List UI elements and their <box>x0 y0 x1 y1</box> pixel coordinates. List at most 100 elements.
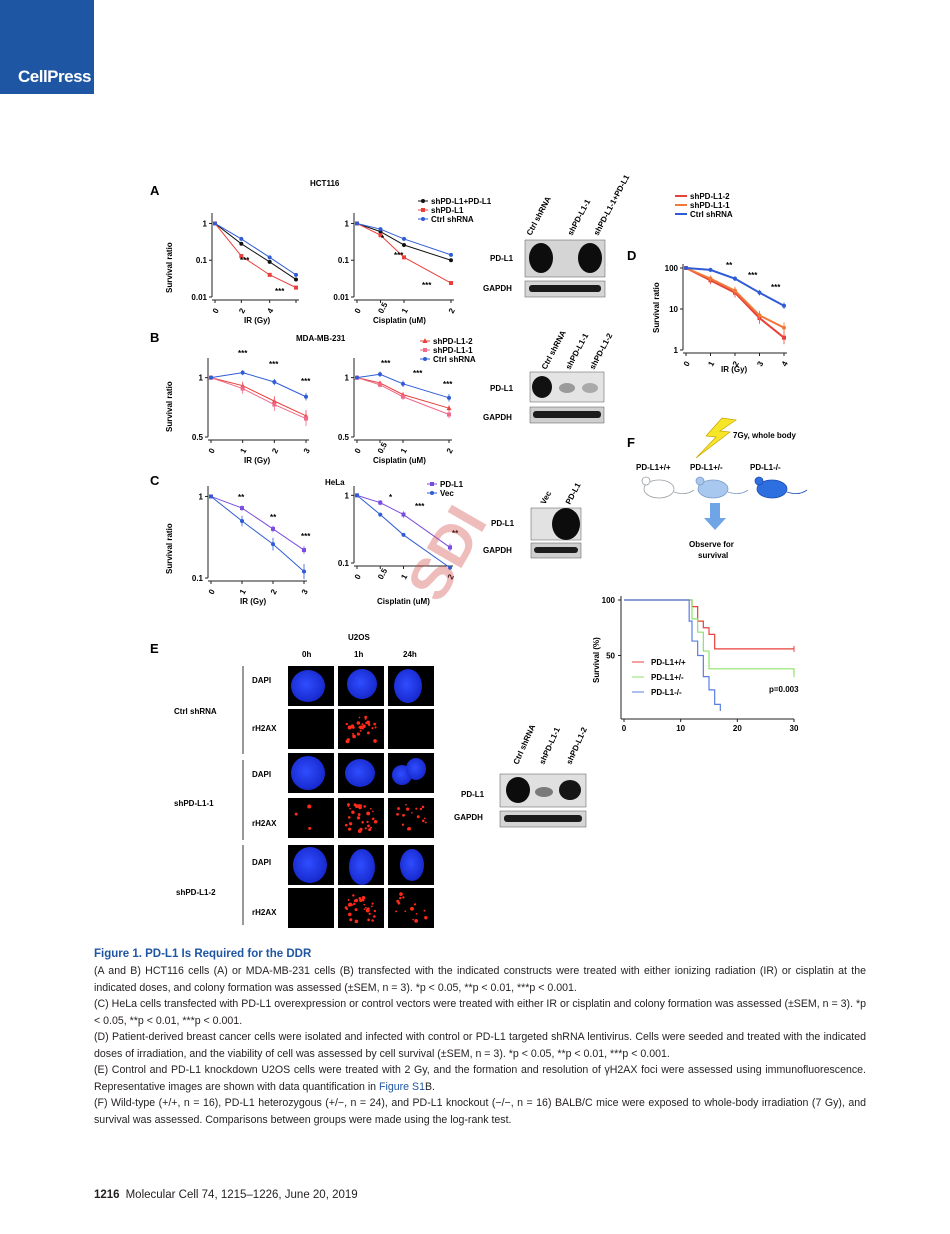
foci-dot <box>374 726 377 729</box>
data-point <box>209 494 213 499</box>
blot-row-label: PD-L1 <box>461 790 485 799</box>
y-tick-label: 0.5 <box>192 433 204 442</box>
blot-row-label: GAPDH <box>483 413 512 422</box>
observe-label: Observe for <box>689 540 734 549</box>
foci-dot <box>356 721 361 725</box>
foci-dot <box>414 919 418 923</box>
data-point <box>213 221 217 226</box>
foci-dot <box>361 820 364 824</box>
foci-dot <box>359 729 362 732</box>
x-tick-label: 1 <box>238 587 248 596</box>
foci-dot <box>371 905 373 908</box>
sig-mark: *** <box>238 349 248 358</box>
foci-dot <box>373 739 377 743</box>
blot-b: Ctrl shRNA shPD-L1-1 shPD-L1-2 PD-L1 GAP… <box>483 329 615 424</box>
panel-label-d: D <box>627 248 636 263</box>
x-tick-label: 3 <box>302 446 312 455</box>
blot-lane-label: Ctrl shRNA <box>540 329 568 371</box>
blot-lane-label: shPD-L1-2 <box>565 726 590 766</box>
stain-label: DAPI <box>252 858 271 867</box>
legend-item: Ctrl shRNA <box>690 210 733 219</box>
panel-b-title: MDA-MB-231 <box>296 334 346 343</box>
sig-mark: *** <box>381 359 391 368</box>
foci-dot <box>399 892 403 896</box>
stain-label: DAPI <box>252 770 271 779</box>
foci-dot <box>410 906 414 911</box>
panel-a-ylabel: Survival ratio <box>165 242 174 293</box>
x-tick-label: 0 <box>353 572 363 581</box>
foci-dot <box>423 909 426 912</box>
mouse-icon <box>641 476 695 499</box>
y-tick-label: 1 <box>345 374 350 383</box>
legend-item: Ctrl shRNA <box>431 215 474 224</box>
legend-item: PD-L1 <box>440 480 464 489</box>
data-point <box>402 242 406 247</box>
x-tick-label: 1 <box>238 446 248 455</box>
foci-dot <box>371 727 374 730</box>
cellpress-logo: CellPress <box>0 0 94 94</box>
y-tick-label: 100 <box>602 596 616 605</box>
foci-dot <box>373 722 376 726</box>
blot-lane-label: shPD-L1-1+PD-L1 <box>592 173 632 237</box>
foci-dot <box>348 827 352 831</box>
figure-s1-link[interactable]: Figure S1 <box>379 1080 425 1093</box>
blot-lane-label: shPD-L1-1 <box>564 331 591 371</box>
series-line <box>210 377 307 420</box>
foci-dot <box>371 817 375 821</box>
panel-a-title: HCT116 <box>310 179 340 188</box>
data-point <box>757 313 762 318</box>
foci-dot <box>351 904 354 906</box>
foci-dot <box>353 899 357 903</box>
data-point <box>378 512 383 517</box>
data-point <box>294 285 298 290</box>
observe-label: survival <box>698 551 728 560</box>
panel-d-ylabel: Survival ratio <box>652 282 661 333</box>
sig-mark: *** <box>748 271 758 280</box>
data-point <box>447 395 451 400</box>
y-tick-label: 0.1 <box>196 256 208 265</box>
foci-dot <box>366 811 371 816</box>
foci-dot <box>395 910 398 913</box>
micrograph-tile <box>288 709 334 749</box>
data-point <box>302 548 306 553</box>
blot-lane-label: Ctrl shRNA <box>512 723 538 766</box>
x-tick-label: 4 <box>265 306 275 315</box>
data-point <box>402 236 406 241</box>
foci-dot <box>361 723 364 726</box>
blot-row-label: GAPDH <box>454 813 483 822</box>
foci-dot <box>307 804 312 809</box>
micrograph-tile <box>288 888 334 928</box>
data-point <box>684 266 688 270</box>
x-tick-label: 0 <box>682 359 692 368</box>
foci-dot <box>353 803 357 807</box>
foci-dot <box>347 912 352 917</box>
genotype-label: PD-L1-/- <box>750 463 781 472</box>
data-point <box>449 281 453 286</box>
foci-dot <box>345 722 348 726</box>
sig-mark: *** <box>301 532 311 541</box>
sig-mark: * <box>389 493 393 502</box>
x-tick-label: 3 <box>755 359 765 368</box>
y-tick-label: 1 <box>199 492 204 501</box>
panel-c-legend: PD-L1 Vec <box>427 480 464 498</box>
data-point <box>240 506 244 511</box>
panel-b-ylabel: Survival ratio <box>165 381 174 432</box>
x-tick-label: 1 <box>399 446 409 455</box>
data-point <box>733 288 737 293</box>
data-point <box>448 565 452 570</box>
series-line <box>356 223 452 261</box>
x-tick-label: 2 <box>270 446 280 455</box>
foci-dot <box>344 906 348 909</box>
panel-b-legend: shPD-L1-2 shPD-L1-1 Ctrl shRNA <box>420 337 476 364</box>
blot-lane-label: Vec <box>539 489 554 506</box>
y-tick-label: 0.1 <box>192 574 204 583</box>
caption-paragraph: (A and B) HCT116 cells (A) or MDA-MB-231… <box>94 965 866 994</box>
foci-dot <box>401 823 405 826</box>
data-point <box>446 405 452 411</box>
foci-dot <box>368 912 371 915</box>
stain-label: rH2AX <box>252 724 277 733</box>
blot-e: Ctrl shRNA shPD-L1-1 shPD-L1-2 PD-L1 GAP… <box>454 723 590 828</box>
